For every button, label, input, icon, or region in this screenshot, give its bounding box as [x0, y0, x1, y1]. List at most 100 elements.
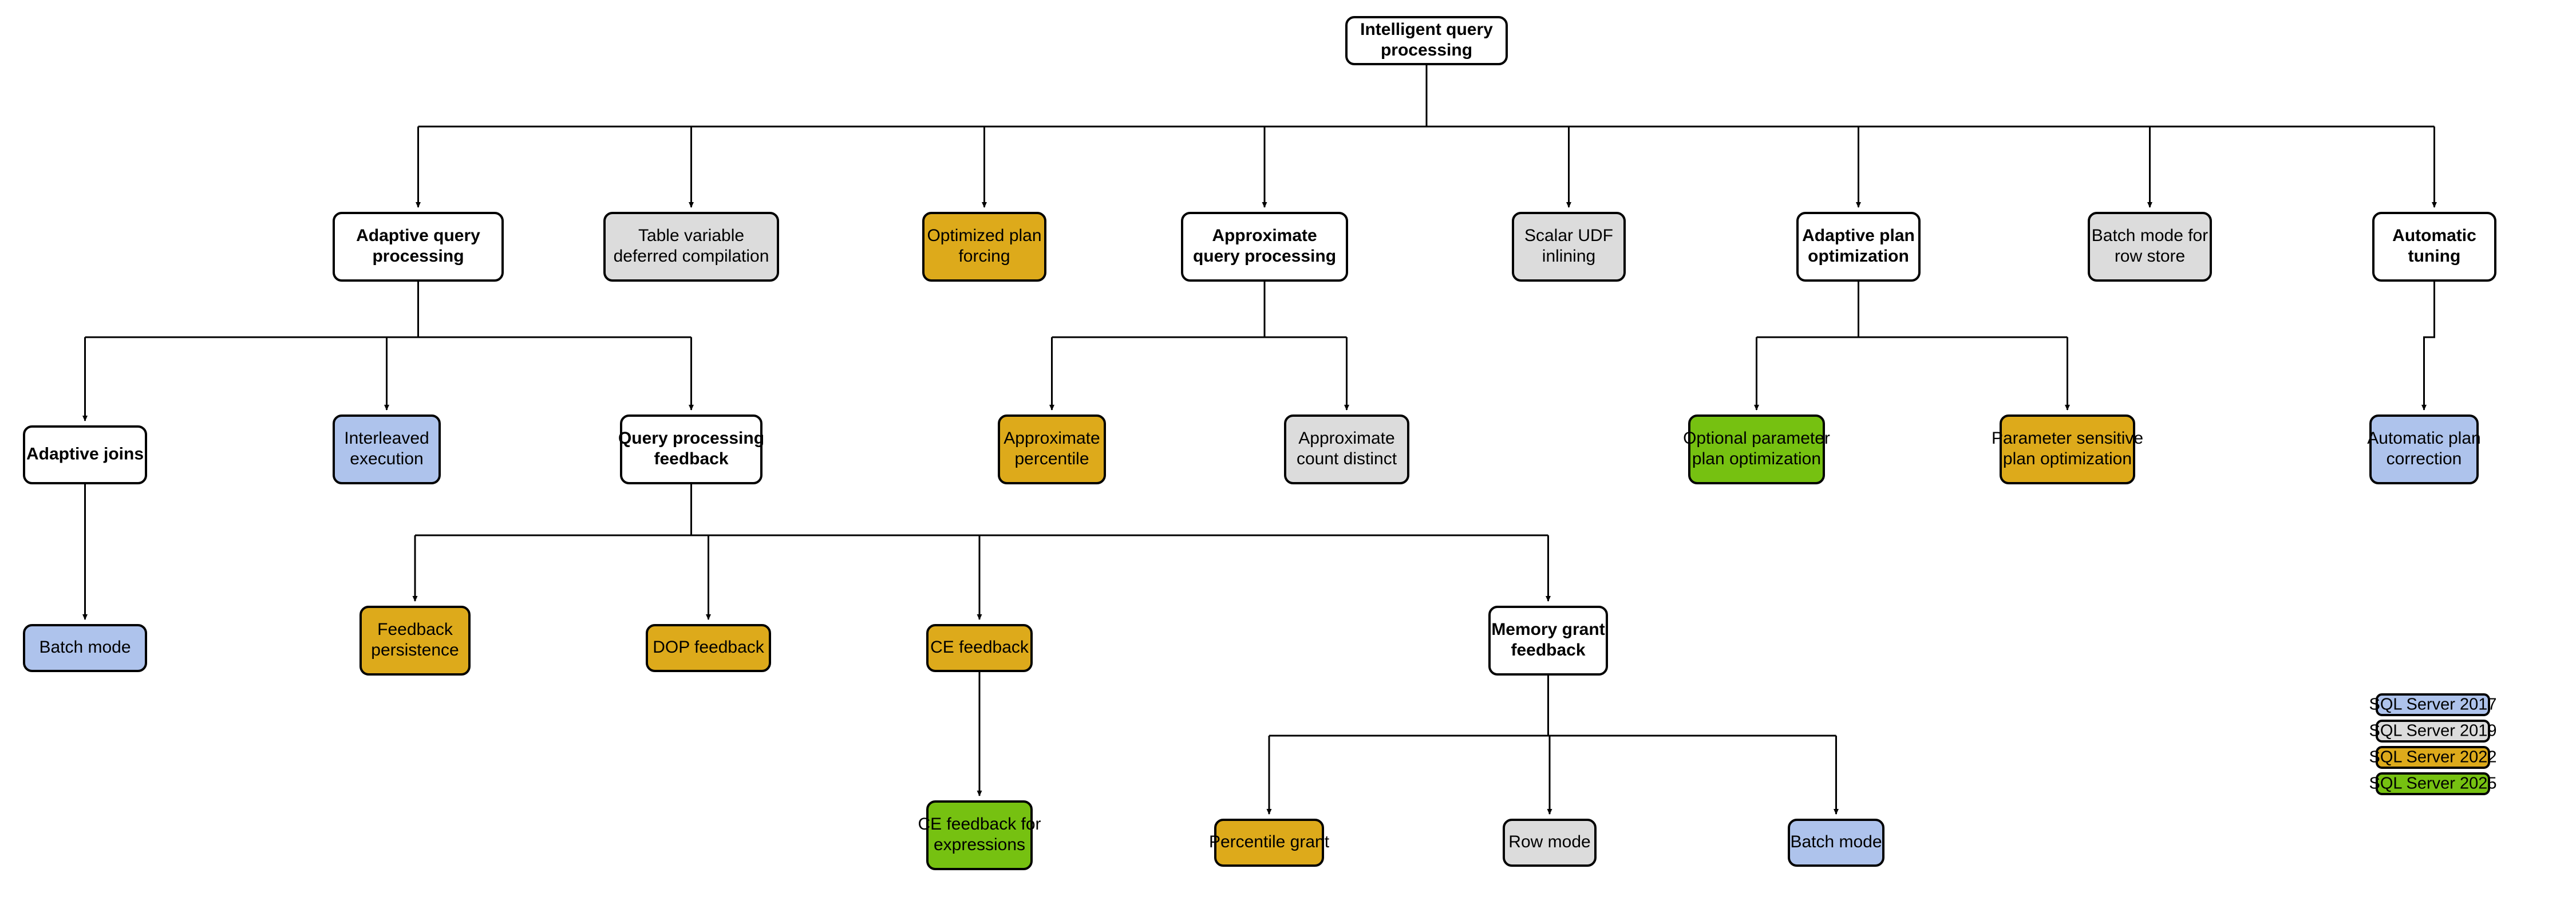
- node-shape: [1214, 819, 1324, 867]
- node-label: query processing: [1193, 247, 1336, 266]
- node-shape: [333, 414, 441, 484]
- node-percentile-grant[interactable]: Percentile grant: [1209, 819, 1330, 867]
- node-batch-mode[interactable]: Batch mode: [1788, 819, 1884, 867]
- node-shape: [998, 414, 1106, 484]
- node-label: plan optimization: [1692, 449, 1821, 468]
- node-shape: [1512, 212, 1626, 282]
- legend-label: SQL Server 2017: [2369, 696, 2497, 714]
- node-label: Adaptive plan: [1802, 226, 1915, 245]
- node-label: Approximate: [1212, 226, 1317, 245]
- node-adaptive-plan-optimization[interactable]: Adaptive plan optimization: [1796, 212, 1921, 282]
- node-shape: [1181, 212, 1348, 282]
- node-shape: [1796, 212, 1921, 282]
- node-label: deferred compilation: [614, 247, 769, 266]
- node-label: processing: [372, 247, 464, 266]
- node-label: Optimized plan: [927, 226, 1041, 245]
- node-row-mode[interactable]: Row mode: [1503, 819, 1597, 867]
- node-label: plan optimization: [2003, 449, 2132, 468]
- node-label: Approximate: [1003, 429, 1100, 448]
- node-label: Batch mode: [1790, 832, 1882, 851]
- node-label: Feedback: [377, 620, 453, 639]
- node-label: Approximate: [1298, 429, 1394, 448]
- node-label: feedback: [654, 449, 728, 468]
- node-shape: [23, 624, 147, 672]
- node-shape: [2088, 212, 2212, 282]
- node-label: inlining: [1542, 247, 1595, 266]
- node-label: Percentile grant: [1209, 832, 1330, 851]
- node-label: feedback: [1511, 641, 1585, 660]
- node-shape: [359, 606, 471, 676]
- node-shape: [2000, 414, 2135, 484]
- node-label: Table variable: [638, 226, 744, 245]
- legend-label: SQL Server 2025: [2369, 775, 2497, 793]
- legend-swatch: [2376, 720, 2490, 743]
- node-shape: [922, 212, 1046, 282]
- node-batch-mode-for-row-store[interactable]: Batch mode for row store: [2088, 212, 2212, 282]
- node-label: row store: [2115, 247, 2185, 266]
- node-approximate-query-processing[interactable]: Approximate query processing: [1181, 212, 1348, 282]
- node-label: tuning: [2408, 247, 2461, 266]
- node-label: Automatic plan: [2367, 429, 2480, 448]
- node-shape: [333, 212, 504, 282]
- node-batch-mode[interactable]: Batch mode: [23, 624, 147, 672]
- node-label: Scalar UDF: [1524, 226, 1613, 245]
- legend-swatch: [2376, 746, 2490, 769]
- node-dop-feedback[interactable]: DOP feedback: [646, 624, 771, 672]
- node-shape: [1503, 819, 1597, 867]
- node-label: CE feedback for: [918, 815, 1041, 834]
- node-shape: [23, 425, 147, 484]
- node-optimized-plan-forcing[interactable]: Optimized plan forcing: [922, 212, 1046, 282]
- node-shape: [2372, 212, 2496, 282]
- legend-item-sql-server-2019: SQL Server 2019: [2369, 720, 2497, 743]
- node-ce-feedback[interactable]: CE feedback: [926, 624, 1033, 672]
- legend-item-sql-server-2025: SQL Server 2025: [2369, 772, 2497, 795]
- node-label: DOP feedback: [653, 638, 765, 657]
- edge-atun-to-apc: [2421, 281, 2435, 410]
- legend-label: SQL Server 2022: [2369, 748, 2497, 767]
- legend-label: SQL Server 2019: [2369, 722, 2497, 740]
- node-label: execution: [350, 449, 423, 468]
- node-adaptive-joins[interactable]: Adaptive joins: [23, 425, 147, 484]
- node-label: Interleaved: [344, 429, 429, 448]
- legend-swatch: [2376, 693, 2490, 716]
- node-label: optimization: [1808, 247, 1909, 266]
- node-label: CE feedback: [930, 638, 1029, 657]
- node-shape: [1284, 414, 1409, 484]
- node-scalar-udf-inlining[interactable]: Scalar UDF inlining: [1512, 212, 1626, 282]
- node-shape: [1345, 16, 1508, 65]
- node-shape: [646, 624, 771, 672]
- node-label: forcing: [958, 247, 1010, 266]
- node-label: Batch mode: [39, 638, 131, 657]
- legend-item-sql-server-2017: SQL Server 2017: [2369, 693, 2497, 716]
- node-shape: [1688, 414, 1825, 484]
- node-label: Query processing: [618, 429, 764, 448]
- node-label: percentile: [1014, 449, 1089, 468]
- node-label: Adaptive joins: [26, 444, 144, 463]
- node-table-variable-deferred-compilation[interactable]: Table variable deferred compilation: [603, 212, 779, 282]
- node-shape: [926, 800, 1033, 870]
- node-label: Batch mode for: [2092, 226, 2208, 245]
- node-shape: [1788, 819, 1884, 867]
- node-label: processing: [1381, 41, 1472, 60]
- node-shape: [603, 212, 779, 282]
- edges-layer: [82, 64, 2437, 815]
- node-shape: [1488, 606, 1608, 676]
- node-label: count distinct: [1297, 449, 1397, 468]
- node-label: correction: [2387, 449, 2462, 468]
- legend-swatch: [2376, 772, 2490, 795]
